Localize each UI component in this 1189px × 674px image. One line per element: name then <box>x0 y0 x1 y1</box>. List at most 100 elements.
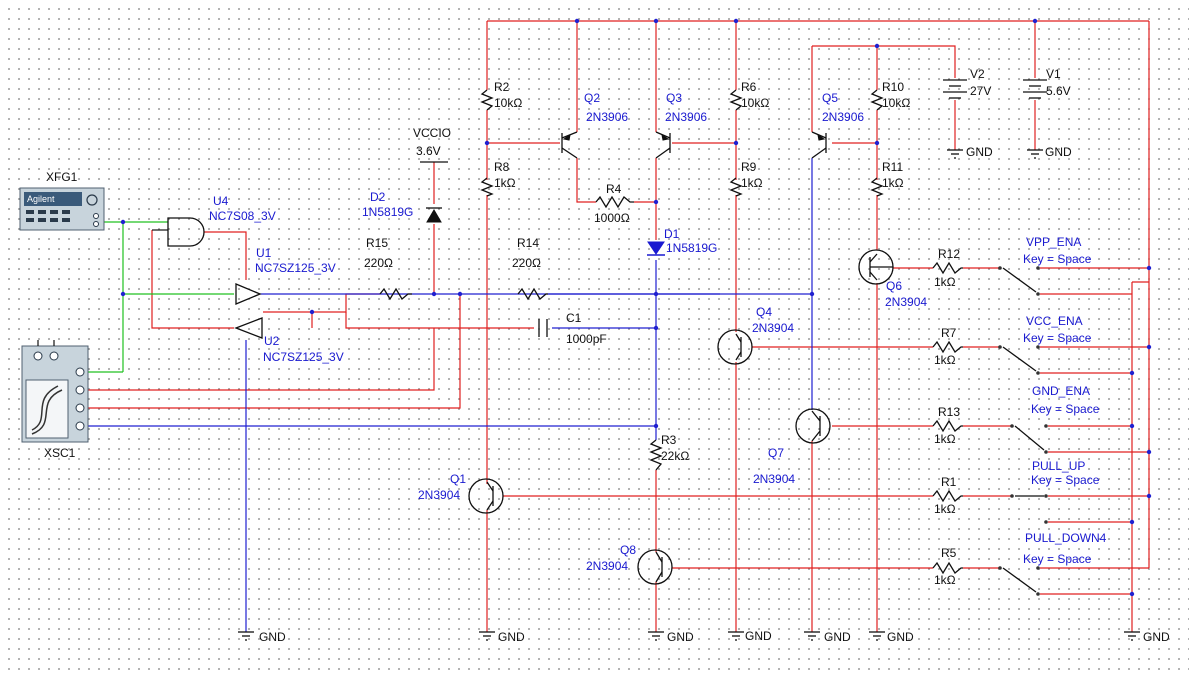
s1-name-label: VPP_ENA <box>1026 235 1081 249</box>
dc-source-v2[interactable] <box>943 79 967 99</box>
switch-gnd-ena[interactable] <box>1010 424 1048 454</box>
transistor-q7[interactable] <box>795 408 831 444</box>
resistor-r1[interactable] <box>932 489 963 503</box>
resistor-r11[interactable] <box>870 177 884 197</box>
gnd-q1-label: GND <box>498 630 525 644</box>
resistor-r10[interactable] <box>870 89 884 111</box>
s5-name-label: PULL_DOWN4 <box>1025 531 1107 545</box>
buffer-u2[interactable] <box>234 317 263 339</box>
switch-pull-down4[interactable] <box>998 566 1040 596</box>
oscilloscope-xsc1[interactable] <box>21 340 89 443</box>
and-gate-u4[interactable] <box>152 217 205 247</box>
r8-value-label: 1kΩ <box>494 176 516 190</box>
s3-key-label: Key = Space <box>1031 402 1100 416</box>
r13-value-label: 1kΩ <box>934 432 956 446</box>
r10-ref-label: R10 <box>882 80 904 94</box>
r4-value-label: 1000Ω <box>594 211 630 225</box>
s4-key-label: Key = Space <box>1031 473 1100 487</box>
gnd-q7-label: GND <box>824 630 851 644</box>
resistor-r4[interactable] <box>595 195 634 209</box>
r3-value-label: 22kΩ <box>661 449 689 463</box>
transistor-q5[interactable] <box>811 131 827 159</box>
v1-ref-label: V1 <box>1046 67 1061 81</box>
transistor-q3[interactable] <box>655 131 671 159</box>
gnd-v2-label: GND <box>966 145 993 159</box>
gnd-u2-label: GND <box>259 630 286 644</box>
r1-ref-label: R1 <box>941 475 957 489</box>
s5-key-label: Key = Space <box>1023 552 1092 566</box>
q5-ref-label: Q5 <box>822 91 838 105</box>
resistor-r9[interactable] <box>729 177 743 197</box>
c1-ref-label: C1 <box>566 311 582 325</box>
resistor-r15[interactable] <box>379 287 412 301</box>
u2-ref-label: U2 <box>264 334 280 348</box>
resistor-r13[interactable] <box>932 419 963 433</box>
transistor-q4[interactable] <box>717 329 753 365</box>
transistor-q6[interactable] <box>858 249 894 285</box>
r7-value-label: 1kΩ <box>934 353 956 367</box>
r6-value-label: 10kΩ <box>741 96 769 110</box>
u1-ref-label: U1 <box>256 246 272 260</box>
r14-ref-label: R14 <box>517 236 539 250</box>
vccio-value-label: 3.6V <box>416 144 441 158</box>
vccio-name-label: VCCIO <box>413 126 451 140</box>
s1-key-label: Key = Space <box>1023 252 1092 266</box>
r11-ref-label: R11 <box>882 160 903 174</box>
r2-ref-label: R2 <box>494 80 510 94</box>
s4-name-label: PULL_UP <box>1032 459 1085 473</box>
resistor-r3[interactable] <box>649 439 663 471</box>
switch-pull-up[interactable] <box>1010 494 1048 524</box>
s3-name-label: GND_ENA <box>1032 384 1090 398</box>
ground-q6 <box>869 631 885 641</box>
resistor-r8[interactable] <box>480 177 494 197</box>
capacitor-c1[interactable] <box>538 319 548 337</box>
s2-name-label: VCC_ENA <box>1026 314 1083 328</box>
resistor-r7[interactable] <box>932 340 963 354</box>
transistor-q8[interactable] <box>637 549 673 585</box>
d2-ref-label: D2 <box>370 190 386 204</box>
r7-ref-label: R7 <box>941 326 957 340</box>
r11-value-label: 1kΩ <box>882 176 904 190</box>
v2-value-label: 27V <box>970 84 991 98</box>
buffer-u1[interactable] <box>235 283 262 305</box>
ground-q8 <box>648 631 664 641</box>
r8-ref-label: R8 <box>494 160 510 174</box>
r5-ref-label: R5 <box>941 546 957 560</box>
r10-value-label: 10kΩ <box>882 96 910 110</box>
diode-d2[interactable] <box>426 207 442 223</box>
u1-value-label: NC7SZ125_3V <box>255 261 336 275</box>
resistor-r12[interactable] <box>932 261 963 275</box>
gnd-q6-label: GND <box>887 630 914 644</box>
ground-u2 <box>238 631 254 641</box>
q2-ref-label: Q2 <box>584 91 600 105</box>
ground-v2 <box>947 149 963 159</box>
u2-value-label: NC7SZ125_3V <box>263 350 344 364</box>
r12-ref-label: R12 <box>938 247 960 261</box>
v1-value-label: 5.6V <box>1046 84 1071 98</box>
switch-vpp-ena[interactable] <box>998 266 1040 296</box>
fg-ref-label: XFG1 <box>46 170 78 184</box>
transistor-q2[interactable] <box>561 131 578 159</box>
resistor-r6[interactable] <box>729 89 743 111</box>
scope-ref-label: XSC1 <box>44 446 76 460</box>
green-wires <box>86 221 234 373</box>
q7-value-label: 2N3904 <box>753 472 795 486</box>
diode-d1[interactable] <box>647 241 665 256</box>
r15-value-label: 220Ω <box>364 256 393 270</box>
r4-ref-label: R4 <box>606 182 622 196</box>
function-generator-xfg1[interactable]: Agilent <box>19 187 105 231</box>
q2-value-label: 2N3906 <box>586 110 628 124</box>
c1-value-label: 1000pF <box>566 332 607 346</box>
junction-dots <box>120 18 1152 597</box>
ground-q7 <box>804 631 820 641</box>
resistor-r14[interactable] <box>517 287 548 301</box>
switch-vcc-ena[interactable] <box>998 345 1040 375</box>
transistor-q1[interactable] <box>468 478 504 514</box>
q8-value-label: 2N3904 <box>586 559 628 573</box>
resistor-r2[interactable] <box>480 89 494 111</box>
resistor-r5[interactable] <box>932 561 963 575</box>
q3-ref-label: Q3 <box>666 91 682 105</box>
dc-source-v1[interactable] <box>1023 79 1047 99</box>
r3-ref-label: R3 <box>661 433 677 447</box>
